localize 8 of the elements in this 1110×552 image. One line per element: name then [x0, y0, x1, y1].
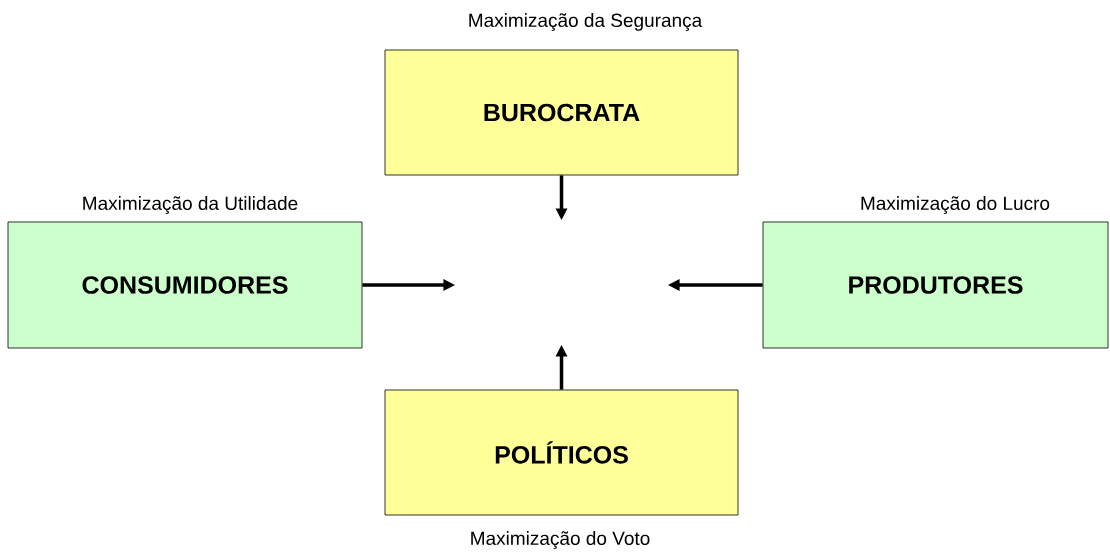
process-box: CONSUMIDORES — [7, 221, 363, 349]
process-box: POLÍTICOS — [384, 389, 739, 516]
caption-label: Maximização do Lucro — [861, 196, 1050, 214]
caption-label: Maximização do Voto — [471, 531, 650, 549]
caption-label: Maximização da Utilidade — [83, 196, 298, 214]
process-box: BUROCRATA — [384, 49, 739, 176]
process-box: PRODUTORES — [762, 221, 1109, 349]
caption-label: Maximização da Segurança — [469, 13, 703, 31]
